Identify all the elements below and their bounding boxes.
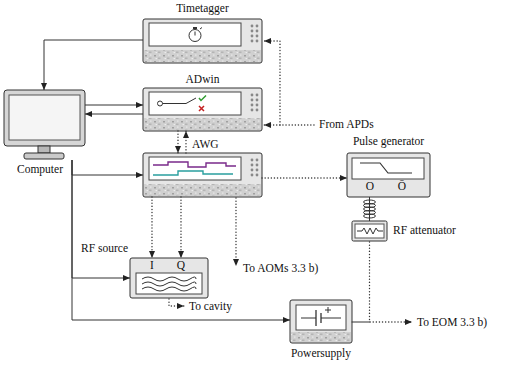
control-cable — [44, 40, 143, 90]
device-heading: ADwin — [186, 73, 220, 86]
signal-line — [262, 177, 347, 178]
signal-target-label: To EOM 3.3 b) — [416, 316, 488, 329]
rf-attenuator-device — [352, 221, 387, 241]
rf-source-device — [130, 258, 208, 298]
timetagger-device: Timetagger — [143, 19, 262, 63]
computer-icon: Computer — [4, 90, 85, 160]
output-label: O — [366, 180, 374, 193]
control-cable — [369, 197, 370, 221]
signal-target-label: To cavity — [188, 300, 233, 313]
external-signal-lines — [169, 41, 412, 322]
device-heading: AWG — [192, 138, 219, 151]
rf-source-device: RF sourceIQ — [130, 258, 208, 298]
powersupply-device: Powersupply — [290, 300, 352, 343]
device-heading: Pulse generator — [353, 135, 424, 148]
control-cable — [72, 160, 143, 175]
powersupply-device — [290, 300, 352, 343]
control-cable — [85, 105, 143, 106]
computer-icon — [4, 90, 85, 159]
control-cable — [85, 114, 143, 115]
pulse-generator-device — [347, 153, 430, 197]
device-heading: RF attenuator — [393, 224, 456, 237]
awg-device — [143, 153, 262, 197]
output-label: Q — [177, 259, 185, 272]
device-heading: Powersupply — [291, 347, 351, 360]
device-heading: RF source — [81, 242, 128, 255]
signal-line — [185, 131, 186, 153]
signal-line — [180, 197, 181, 258]
control-cable — [72, 160, 290, 320]
timetagger-device — [143, 19, 262, 63]
output-label: I — [150, 259, 154, 272]
device-heading: Timetagger — [176, 2, 229, 15]
device-heading: Computer — [17, 163, 63, 176]
rf-attenuator-device: RF attenuator — [352, 221, 387, 241]
signal-source-label: From APDs — [318, 118, 375, 131]
adwin-device: ADwin — [143, 88, 262, 131]
adwin-device — [143, 88, 262, 131]
output-label: Ō — [398, 180, 406, 193]
awg-device: AWG — [143, 153, 262, 197]
signal-line — [151, 197, 152, 258]
signal-target-label: To AOMs 3.3 b) — [242, 262, 319, 275]
pulse-generator-device: Pulse generatorOŌ — [347, 153, 430, 197]
signal-line — [177, 131, 178, 153]
control-cable — [72, 160, 130, 278]
